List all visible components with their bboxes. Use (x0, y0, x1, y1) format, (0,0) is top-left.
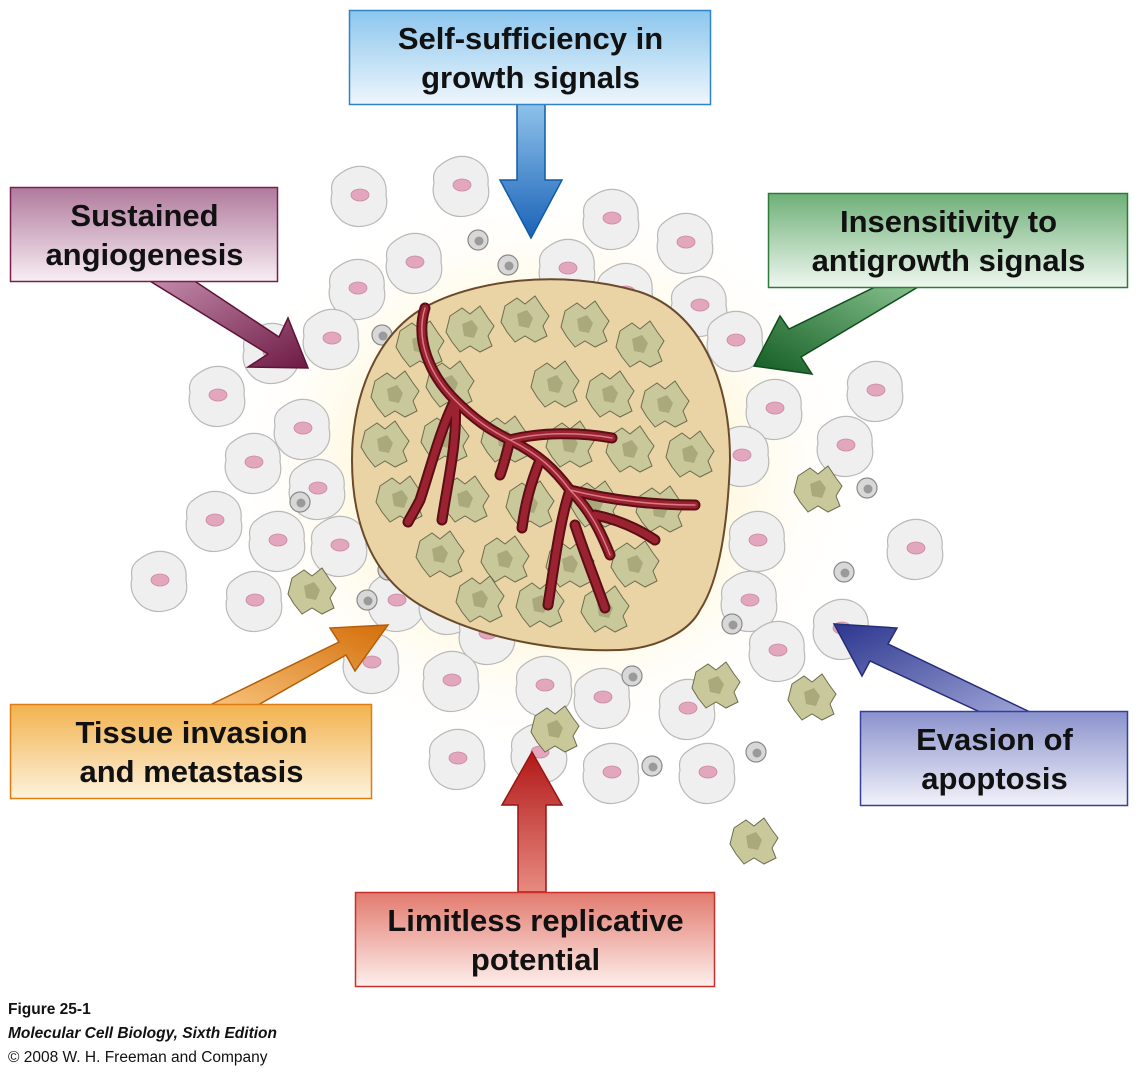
label-line: Insensitivity to (839, 204, 1058, 239)
label-line: antigrowth signals (811, 243, 1086, 278)
label-tissue-invasion: Tissue invasion and metastasis (11, 705, 372, 799)
book-title: Molecular Cell Biology, Sixth Edition (8, 1025, 277, 1042)
label-limitless-replicative: Limitless replicative potential (356, 893, 715, 987)
label-self-sufficiency: Self-sufficiency in growth signals (350, 11, 711, 105)
label-evasion-of-apoptosis: Evasion of apoptosis (861, 712, 1128, 806)
arrow-up (500, 750, 564, 893)
arrow-diagonal-green (752, 286, 921, 375)
arrow-down (498, 103, 564, 240)
label-line: Tissue invasion (75, 715, 308, 750)
label-sustained-angiogenesis: Sustained angiogenesis (11, 188, 278, 282)
copyright: © 2008 W. H. Freeman and Company (8, 1049, 268, 1066)
label-line: growth signals (421, 60, 640, 95)
figure-caption: Figure 25-1 Molecular Cell Biology, Sixt… (8, 998, 277, 1070)
arrow-diagonal-purple (142, 277, 310, 369)
label-line: Limitless replicative (387, 903, 684, 938)
figure-number: Figure 25-1 (8, 1001, 91, 1018)
label-line: apoptosis (921, 761, 1068, 796)
label-line: Self-sufficiency in (397, 21, 664, 56)
label-line: Sustained (70, 198, 219, 233)
label-insensitivity: Insensitivity to antigrowth signals (769, 194, 1128, 288)
label-line: and metastasis (79, 754, 304, 789)
arrow-diagonal-orange (209, 624, 390, 706)
blood-vessel (402, 302, 701, 614)
label-line: potential (470, 942, 601, 977)
label-line: angiogenesis (45, 237, 244, 272)
label-line: Evasion of (916, 722, 1073, 757)
arrow-diagonal-navy (832, 623, 1031, 713)
